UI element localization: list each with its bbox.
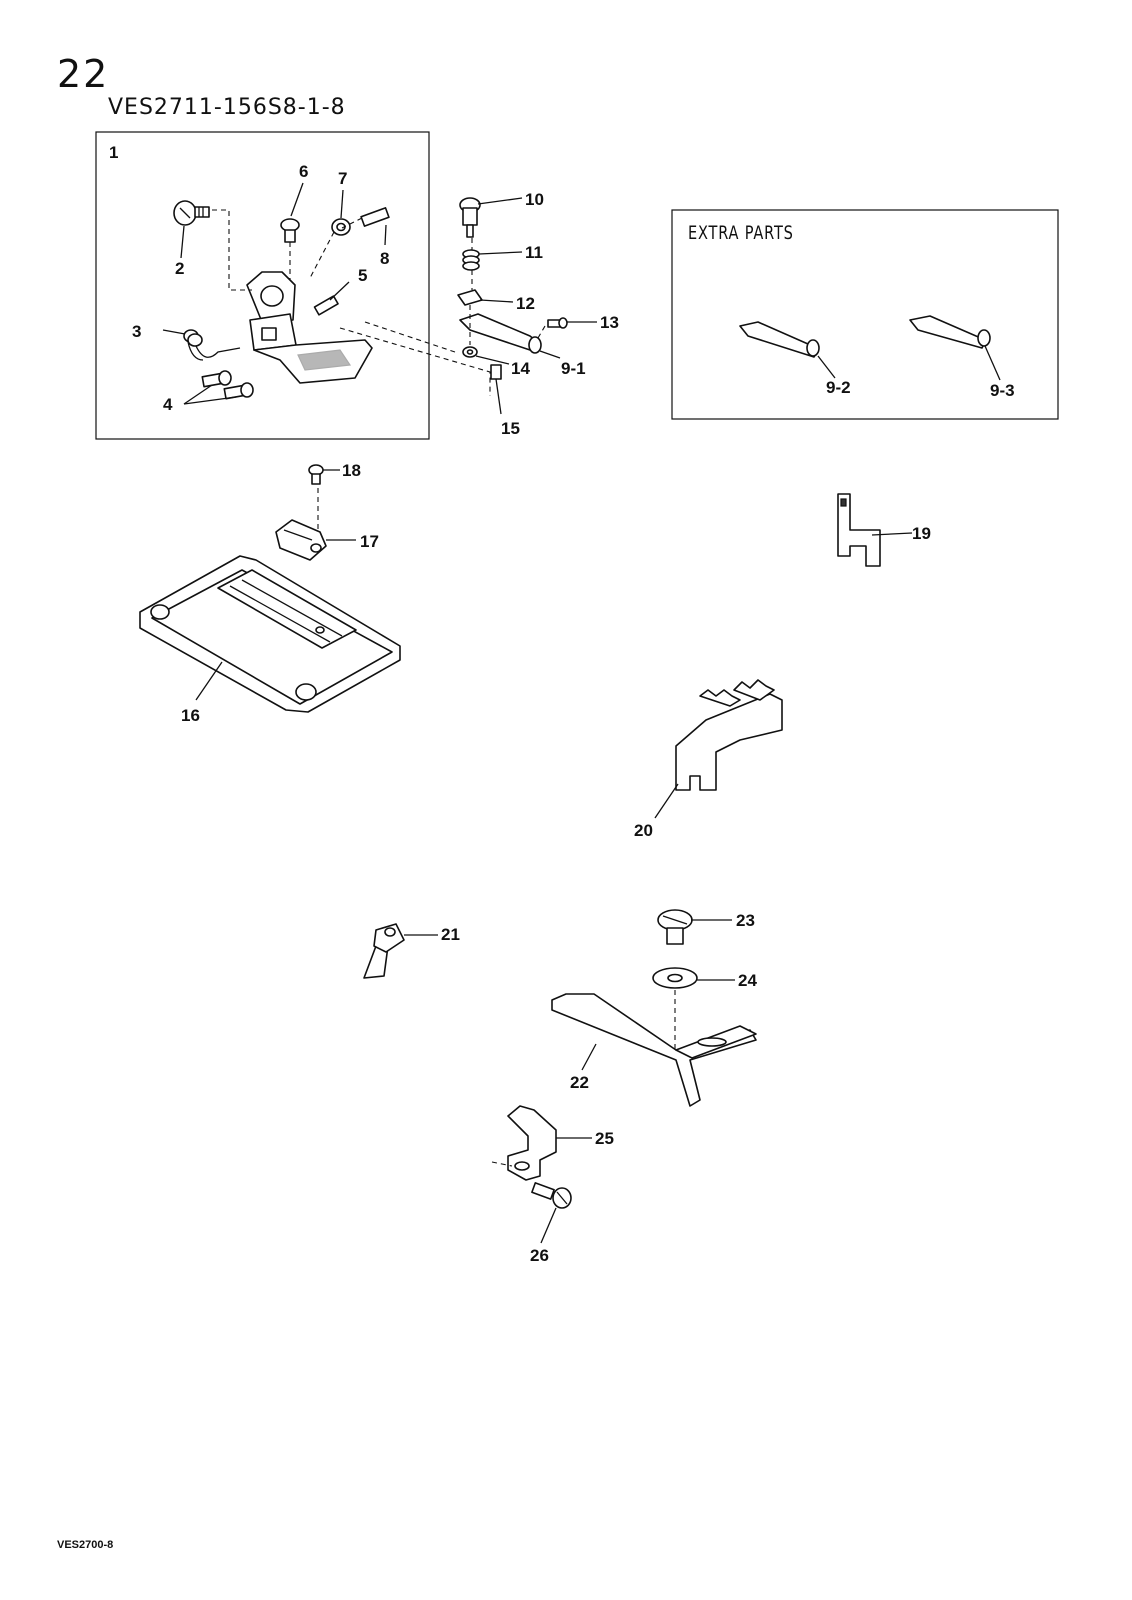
part-13-screw: [547, 317, 568, 329]
label-part-3: 3: [132, 322, 142, 341]
label-part-11: 11: [525, 243, 543, 262]
label-part-12: 12: [516, 294, 535, 313]
label-part-5: 5: [358, 266, 368, 285]
part-9-3-lever: [909, 315, 991, 349]
part-9-1-lever: [459, 313, 542, 354]
label-part-7: 7: [338, 169, 348, 188]
label-part-21: 21: [441, 925, 460, 944]
label-part-14: 14: [511, 359, 530, 378]
part-17-block: [275, 519, 327, 561]
label-part-13: 13: [600, 313, 619, 332]
part-6-screw: [280, 218, 300, 243]
part-12-clip: [457, 289, 483, 306]
part-23-screw: [657, 909, 693, 945]
part-18-screw: [308, 464, 324, 485]
label-part-19: 19: [912, 524, 931, 543]
part-5-pin: [313, 295, 339, 316]
part-8-set-screw: [360, 207, 390, 227]
assembly-1-box: [95, 131, 430, 440]
label-part-17: 17: [360, 532, 379, 551]
part-10-screw: [459, 197, 481, 238]
label-part-9-1: 9-1: [561, 359, 586, 378]
part-16-throat-plate: [139, 555, 401, 713]
extra-parts-box: [671, 209, 1059, 420]
part-26-screw: [531, 1182, 572, 1209]
part-9-2-lever: [739, 321, 820, 358]
label-part-20: 20: [634, 821, 653, 840]
part-11-spring: [462, 249, 480, 271]
presser-foot-assembly: [246, 271, 373, 384]
part-4-screws: [201, 370, 254, 400]
part-19-finger: [837, 493, 881, 567]
label-part-1: 1: [109, 143, 119, 162]
part-21-lever: [363, 923, 405, 979]
page-number: 22: [57, 52, 110, 96]
part-7-nut: [331, 218, 351, 236]
part-22-guide: [551, 993, 757, 1107]
part-2-screw: [173, 200, 210, 226]
model-code: VES2711-156S8-1-8: [108, 95, 346, 120]
label-part-2: 2: [175, 259, 185, 278]
label-part-4: 4: [163, 395, 173, 414]
label-part-26: 26: [530, 1246, 549, 1265]
part-14-washer: [462, 346, 478, 358]
part-20-feed-dog: [675, 679, 783, 791]
label-part-9-2: 9-2: [826, 378, 851, 397]
label-part-6: 6: [299, 162, 309, 181]
label-part-24: 24: [738, 971, 757, 990]
label-part-9-3: 9-3: [990, 381, 1015, 400]
part-24-washer: [652, 967, 698, 989]
label-part-22: 22: [570, 1073, 589, 1092]
label-part-16: 16: [181, 706, 200, 725]
label-part-10: 10: [525, 190, 544, 209]
label-part-23: 23: [736, 911, 755, 930]
label-part-25: 25: [595, 1129, 614, 1148]
label-part-15: 15: [501, 419, 520, 438]
part-15-set-screw: [490, 364, 502, 380]
part-25-bracket: [507, 1105, 557, 1181]
part-3-spring: [183, 329, 241, 361]
extra-parts-title: EXTRA PARTS: [688, 222, 794, 244]
label-part-18: 18: [342, 461, 361, 480]
label-part-8: 8: [380, 249, 390, 268]
footer-code: VES2700-8: [57, 1539, 114, 1551]
